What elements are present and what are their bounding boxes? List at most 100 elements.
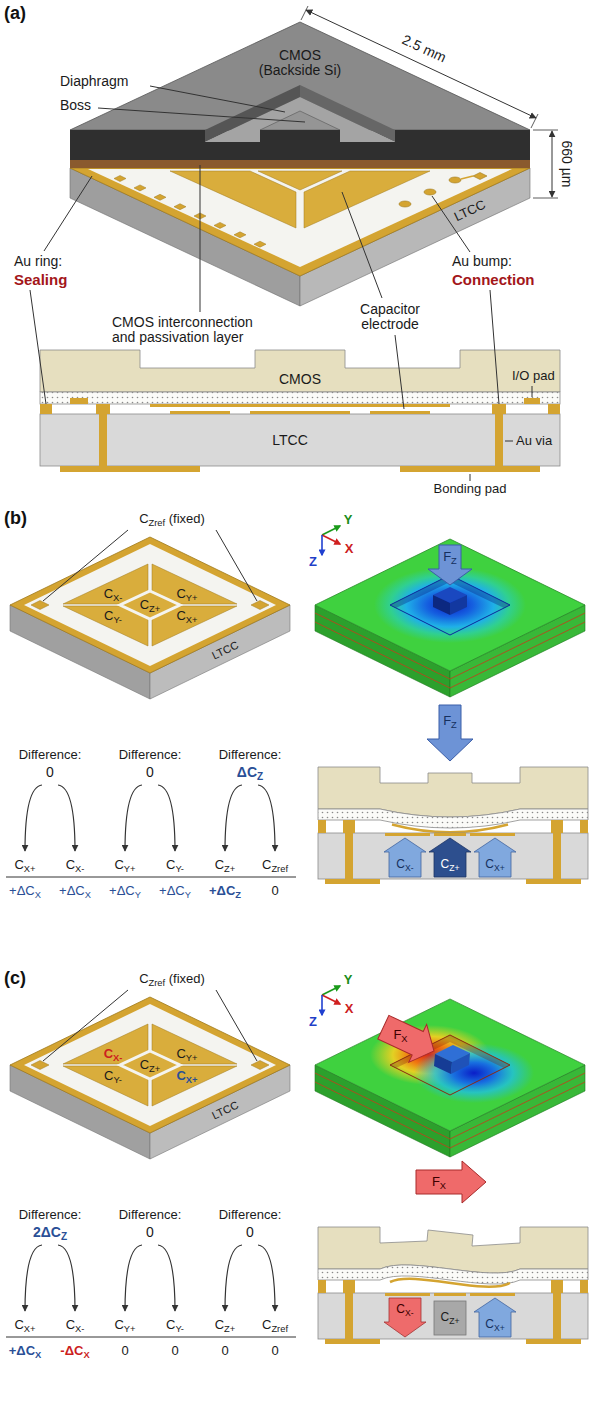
- axis-label: Y: [344, 513, 353, 527]
- subscript: Y+: [186, 593, 198, 603]
- electrode-label: CZref (fixed): [139, 512, 205, 526]
- chip-cross-section: [548, 404, 560, 414]
- subscript: X-: [113, 593, 122, 603]
- au-bump: [399, 201, 411, 207]
- panel-b: [322, 526, 340, 555]
- material-label: LTCC: [452, 198, 488, 225]
- capacitance-label: CY+: [114, 1318, 135, 1332]
- difference-label: Difference:: [219, 748, 282, 762]
- text-part: +ΔC: [9, 1343, 35, 1358]
- text-part: C: [14, 857, 23, 872]
- boss: [433, 595, 450, 615]
- text-part: C: [262, 857, 271, 872]
- change-value: 0: [121, 1344, 128, 1358]
- deformed-cross-section: [392, 825, 508, 833]
- io-pad: [254, 241, 266, 247]
- electrode-label: CZ+: [140, 1058, 161, 1072]
- subscript: X: [85, 890, 91, 900]
- text-part: +ΔC: [59, 883, 85, 898]
- chip-cross-section: [99, 414, 107, 466]
- panel-c: [6, 986, 588, 1344]
- text-part: (fixed): [165, 971, 205, 986]
- text-part: F: [432, 1174, 440, 1189]
- change-value: +ΔCY: [109, 884, 141, 898]
- material-label: LTCC: [272, 433, 308, 448]
- part-label: CMOS interconnection and passivation lay…: [112, 315, 277, 346]
- dimension: 2.5 mm: [400, 32, 449, 66]
- chip-cross-section: [40, 414, 560, 466]
- chip-cross-section: [40, 404, 52, 414]
- capacitance-label: CX+: [14, 858, 35, 872]
- fem-model-top: [315, 999, 585, 1131]
- electrode-label: CX+: [176, 609, 197, 623]
- text-part: C: [139, 971, 148, 986]
- dimension-line: [533, 130, 558, 131]
- au-bump: [449, 177, 461, 183]
- io-pad: [114, 176, 126, 182]
- subscript: Y-: [113, 615, 122, 625]
- capacitance-label: CY-: [166, 1318, 184, 1332]
- subscript: Z: [61, 1231, 67, 1242]
- text-part: +ΔC: [209, 883, 235, 898]
- leader-line: [98, 108, 305, 122]
- text-part: +ΔC: [109, 883, 135, 898]
- fem-model-outline: [315, 999, 585, 1131]
- deformed-cross-section: [474, 838, 516, 877]
- chip-3d: [70, 6, 558, 306]
- electrode-label: CZref (fixed): [139, 972, 205, 986]
- io-pad: [214, 222, 226, 228]
- text-part: C: [104, 1046, 113, 1061]
- text-part: C: [104, 608, 113, 623]
- material-label: LTCC: [210, 1098, 240, 1121]
- chip-cross-section: [40, 392, 560, 404]
- force-label: FX: [432, 1175, 446, 1189]
- difference-value: ΔCZ: [237, 765, 263, 780]
- chip-cross-section: [70, 398, 88, 404]
- force-arrow: [374, 1008, 443, 1070]
- deformed-cross-section: [318, 809, 588, 828]
- change-value: 0: [271, 1344, 278, 1358]
- force-label: FX: [393, 1028, 407, 1042]
- deformed-cross-section: [318, 1227, 588, 1273]
- part-label: Capacitor electrode: [350, 302, 430, 333]
- arrow-label: CX-: [396, 858, 413, 871]
- text-part: C: [140, 597, 149, 612]
- electrode-label: CZ+: [140, 598, 161, 612]
- chip-cross-section: [96, 404, 110, 414]
- panel-b: [10, 530, 290, 699]
- difference-label: Difference:: [219, 1208, 282, 1222]
- chip-cross-section: [170, 411, 230, 414]
- difference-value: 0: [46, 765, 54, 780]
- change-value: +ΔCX: [9, 1344, 42, 1358]
- subscript: Y+: [124, 1324, 136, 1334]
- text-part: C: [441, 1310, 450, 1324]
- au-bump: [473, 173, 487, 180]
- text-part: C: [262, 1317, 271, 1332]
- subscript: Y+: [186, 1053, 198, 1063]
- io-pad: [174, 204, 186, 210]
- io-pad: [154, 194, 166, 200]
- text-part: C: [139, 511, 148, 526]
- electrode-label: CY-: [104, 1069, 122, 1083]
- chip-cross-section: [250, 411, 350, 414]
- capacitor-electrode: [258, 171, 342, 190]
- function-label: Sealing: [14, 272, 67, 289]
- chip-cross-section: [40, 350, 560, 392]
- subscript: X: [83, 1350, 89, 1360]
- text-part: C: [66, 1317, 75, 1332]
- text-part: C: [176, 586, 185, 601]
- axis-label: Z: [309, 1015, 317, 1029]
- difference-value: 0: [246, 1225, 254, 1240]
- leader-line: [30, 290, 46, 404]
- io-pad: [114, 176, 266, 248]
- subscript: X: [440, 1181, 446, 1191]
- deformed-cross-section: [318, 767, 588, 884]
- text-part: C: [215, 857, 224, 872]
- arrow-label: CZ+: [441, 858, 460, 871]
- deformed-cross-section: [429, 838, 471, 877]
- deformed-cross-section: [318, 1227, 588, 1344]
- change-value: +ΔCX: [59, 884, 91, 898]
- dimension-line: [301, 6, 308, 20]
- electrode-label: CX+: [176, 1069, 197, 1083]
